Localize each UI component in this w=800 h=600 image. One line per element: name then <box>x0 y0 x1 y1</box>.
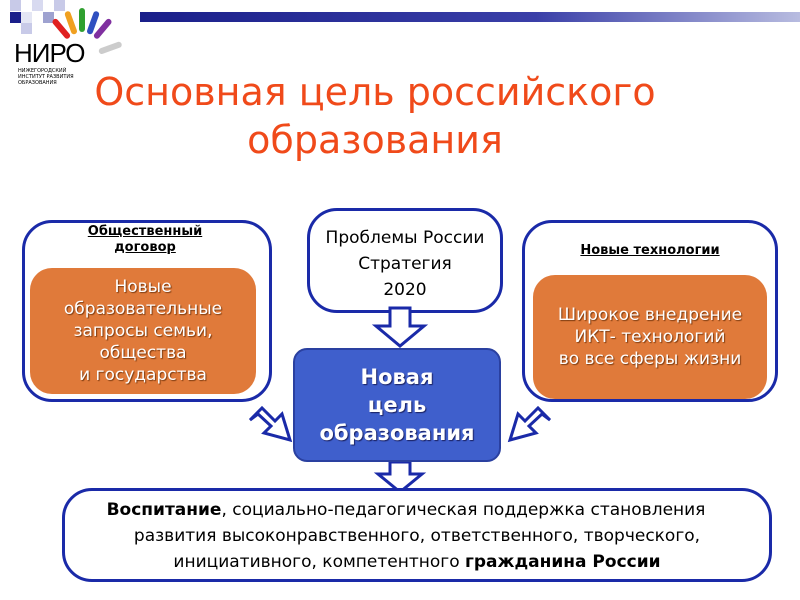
header-line: договор <box>114 240 176 255</box>
goal-line-3: инициативного, компетентного гражданина … <box>65 549 769 575</box>
social-requests-box: Новые образовательные запросы семьи, общ… <box>30 268 256 394</box>
ict-box: Широкое внедрение ИКТ- технологий во все… <box>533 275 767 399</box>
top-line: Проблемы России <box>325 228 485 248</box>
title-line-2: образования <box>247 118 503 162</box>
body-line: Широкое внедрение <box>557 305 743 325</box>
social-contract-header: Общественный договор <box>70 224 220 256</box>
arrow-left-icon <box>507 405 552 443</box>
upbringing: Воспитание <box>106 500 222 520</box>
body-line: и государства <box>79 365 207 385</box>
goal-text: инициативного, компетентного <box>173 552 465 572</box>
title-line-1: Основная цель российского <box>94 70 656 114</box>
center-line: Новая <box>360 365 434 389</box>
body-line: ИКТ- технологий <box>574 327 726 347</box>
goal-line-1: Воспитание, социально-педагогическая под… <box>13 497 799 523</box>
slide-title: Основная цель российского образования <box>60 68 690 164</box>
center-line: цель <box>367 393 427 417</box>
top-line: 2020 <box>383 280 427 300</box>
body-line: образовательные <box>63 299 223 319</box>
header-line: Общественный <box>87 224 203 239</box>
new-technologies-header: Новые технологии <box>580 243 720 258</box>
logo-name: НИРО <box>14 38 85 68</box>
niro-logo: НИРО НИЖЕГОРОДСКИЙ ИНСТИТУТ РАЗВИТИЯ ОБР… <box>14 8 123 99</box>
body-line: во все сферы жизни <box>558 349 742 369</box>
body-line: Новые <box>114 277 172 297</box>
body-line: общества <box>99 343 187 363</box>
arrow-down-bottom-icon <box>373 460 427 494</box>
center-line: образования <box>319 421 475 445</box>
top-line: Стратегия <box>358 254 452 274</box>
goal-line-2: развития высоконравственного, ответствен… <box>133 526 701 546</box>
body-line: запросы семьи, <box>73 321 213 341</box>
russia-problems-box: Проблемы России Стратегия 2020 <box>307 208 503 313</box>
goal-text: , социально-педагогическая поддержка ста… <box>221 500 706 520</box>
header-bar <box>140 12 800 22</box>
arrow-right-icon <box>248 405 293 443</box>
new-goal-box: Новая цель образования <box>293 348 501 462</box>
logo-subtitle: НИЖЕГОРОДСКИЙ ИНСТИТУТ РАЗВИТИЯ ОБРАЗОВА… <box>18 68 74 86</box>
goal-statement-box: Воспитание, социально-педагогическая под… <box>62 488 772 582</box>
citizen: гражданина России <box>465 552 661 572</box>
arrow-down-top-icon <box>371 306 429 348</box>
